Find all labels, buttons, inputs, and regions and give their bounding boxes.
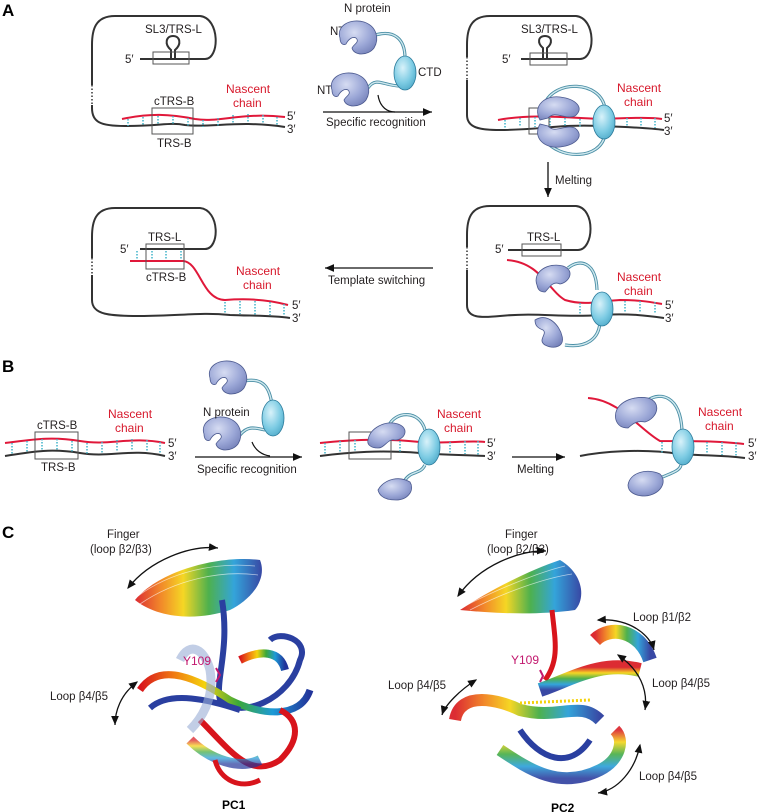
five-prime-end-a4: 5′ bbox=[292, 300, 301, 312]
sl3-box bbox=[152, 51, 190, 65]
nascent-label-a4: Nascent bbox=[236, 264, 281, 278]
pc2-finger-label: Finger bbox=[505, 529, 538, 541]
pc1-finger-label: Finger bbox=[107, 529, 140, 541]
trs-b-label: TRS-B bbox=[157, 138, 192, 150]
n-protein-free: N protein NTD NTD CTD Specific recogniti… bbox=[317, 3, 442, 129]
pc2-y109-label: Y109 bbox=[511, 653, 539, 667]
trs-l-label-a3: TRS-L bbox=[527, 232, 561, 244]
pc2-loop-b4b5-left-label: Loop β4/β5 bbox=[388, 680, 446, 692]
pc2-title: PC2 bbox=[551, 801, 575, 812]
pc2-loop-b1b2-label: Loop β1/β2 bbox=[633, 612, 691, 624]
nascent-label-b3: Nascent bbox=[698, 405, 743, 419]
arrow-melting-label: Melting bbox=[555, 175, 592, 187]
a-step1-genome: SL3/TRS-L 5′ cTRS-B TRS-B Nascent chain … bbox=[91, 15, 296, 150]
a-step3-genome: TRS-L 5′ Nascent chain 5′ 3′ bbox=[466, 205, 674, 348]
pc2-structure: Finger (loop β2/β3) Y109 Loop β1/β2 Loop… bbox=[388, 529, 710, 812]
five-prime-end-a2: 5′ bbox=[664, 113, 673, 125]
trs-l-label-a4: TRS-L bbox=[148, 232, 182, 244]
sl3-trs-l-label-2: SL3/TRS-L bbox=[521, 24, 578, 36]
ctd-label: CTD bbox=[418, 67, 442, 79]
pc1-finger-loop-label: (loop β2/β3) bbox=[90, 544, 152, 556]
pc2-loop-b4b5-right-label: Loop β4/β5 bbox=[652, 678, 710, 690]
sl3-trs-l-label: SL3/TRS-L bbox=[145, 24, 202, 36]
five-prime-end: 5′ bbox=[287, 111, 296, 123]
five-prime-b3: 5′ bbox=[748, 438, 757, 450]
five-prime-b1: 5′ bbox=[168, 438, 177, 450]
ntd-domain bbox=[338, 20, 378, 55]
nascent-label-a4b: chain bbox=[243, 278, 272, 292]
ntd-bound bbox=[537, 123, 580, 148]
panel-c: C Finger (loop β2/β3) Y109 Loop β4/β5 PC… bbox=[2, 523, 710, 812]
pc1-loop-b4b5-label: Loop β4/β5 bbox=[50, 691, 108, 703]
arrow-recognition-label: Specific recognition bbox=[326, 117, 426, 129]
n-protein-title: N protein bbox=[344, 3, 391, 15]
nascent-label-a2: Nascent bbox=[617, 81, 662, 95]
panel-a: A SL3/TRS-L 5′ cTRS-B TRS-B bbox=[2, 1, 674, 348]
nascent-label-b1b: chain bbox=[115, 421, 144, 435]
three-prime-end: 3′ bbox=[287, 124, 296, 136]
three-prime-b1: 3′ bbox=[168, 451, 177, 463]
three-prime-b2: 3′ bbox=[487, 451, 496, 463]
three-prime-b3: 3′ bbox=[748, 451, 757, 463]
five-prime-b2: 5′ bbox=[487, 438, 496, 450]
nascent-label: Nascent bbox=[226, 82, 271, 96]
five-prime-label-a4: 5′ bbox=[120, 244, 129, 256]
five-prime-label-a3: 5′ bbox=[495, 244, 504, 256]
a-step4-genome: 5′ TRS-L cTRS-B Nascent chain 5′ 3′ bbox=[91, 207, 301, 325]
three-prime-end-a2: 3′ bbox=[664, 126, 673, 138]
pc1-title: PC1 bbox=[222, 798, 246, 812]
arrow-melting-label-b: Melting bbox=[517, 464, 554, 476]
arrow-recognition-label-b: Specific recognition bbox=[197, 464, 297, 476]
trs-b-label-b: TRS-B bbox=[41, 462, 76, 474]
nascent-label-b3b: chain bbox=[705, 419, 734, 433]
five-prime-label-2: 5′ bbox=[502, 54, 511, 66]
ctrs-b-label-b: cTRS-B bbox=[37, 420, 78, 432]
ctrs-b-label: cTRS-B bbox=[154, 96, 195, 108]
panel-label-c: C bbox=[2, 523, 14, 542]
trs-b-box bbox=[151, 107, 194, 135]
three-prime-end-a3: 3′ bbox=[665, 313, 674, 325]
nascent-label-a3: Nascent bbox=[617, 270, 662, 284]
base-pairs bbox=[127, 114, 278, 127]
ntd-domain bbox=[330, 72, 370, 107]
pc2-loop-b4b5-bottom-label: Loop β4/β5 bbox=[639, 771, 697, 783]
ctrs-b-label-a4: cTRS-B bbox=[146, 272, 187, 284]
nascent-label-a2b: chain bbox=[624, 95, 653, 109]
ctd-domain bbox=[393, 55, 417, 91]
nascent-label-b1: Nascent bbox=[108, 407, 153, 421]
nascent-label-b2: Nascent bbox=[437, 407, 482, 421]
n-protein-label-b: N protein bbox=[203, 407, 250, 419]
nascent-label-a3b: chain bbox=[624, 284, 653, 298]
pc1-y109-label: Y109 bbox=[183, 654, 211, 668]
pc1-structure: Finger (loop β2/β3) Y109 Loop β4/β5 PC1 bbox=[50, 529, 314, 812]
five-prime-end-a3: 5′ bbox=[665, 300, 674, 312]
nascent-label-b2b: chain bbox=[444, 421, 473, 435]
a-step2-genome: SL3/TRS-L 5′ Nascent chain 5′ 3′ bbox=[466, 15, 673, 156]
five-prime-label: 5′ bbox=[125, 54, 134, 66]
panel-b: B cTRS-B TRS-B Nascent chain 5′ 3′ N pro… bbox=[2, 357, 757, 501]
nascent-label-2: chain bbox=[233, 96, 262, 110]
three-prime-end-a4: 3′ bbox=[292, 313, 301, 325]
panel-label-b: B bbox=[2, 357, 14, 376]
arrow-switching-label: Template switching bbox=[328, 275, 425, 287]
ntd-bound bbox=[537, 96, 580, 121]
panel-label-a: A bbox=[2, 1, 14, 20]
